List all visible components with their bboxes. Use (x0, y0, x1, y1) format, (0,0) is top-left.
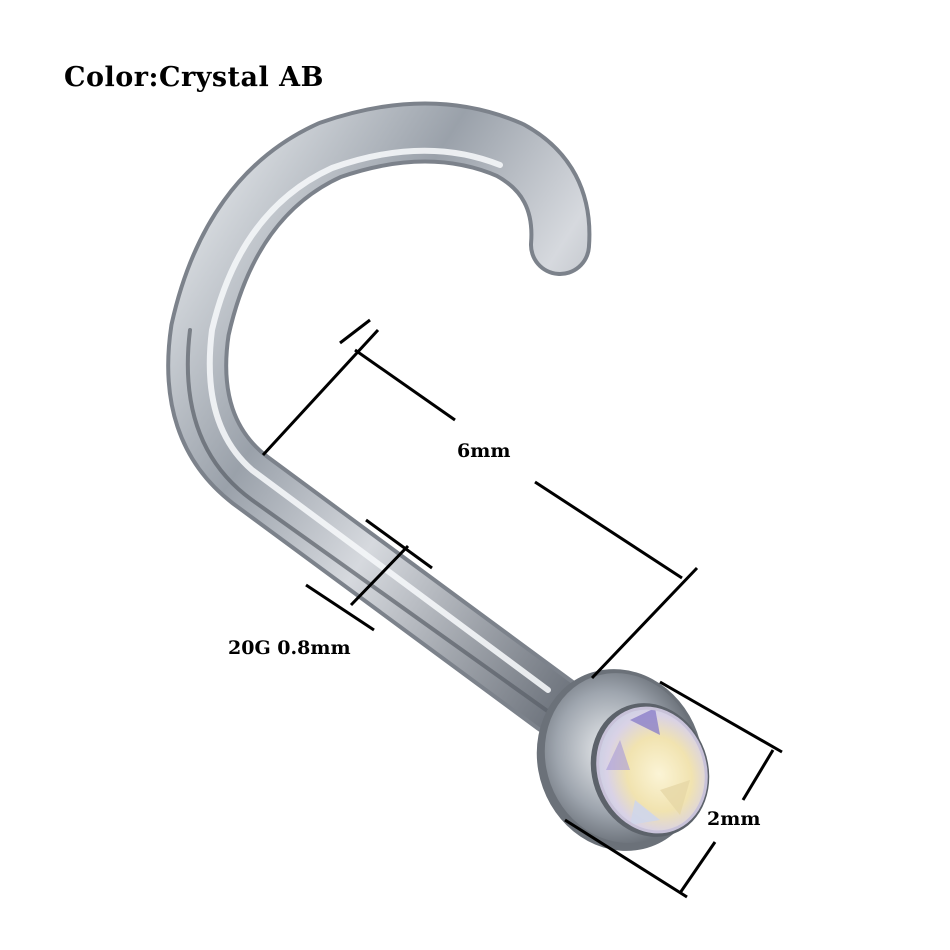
screw-post (166, 101, 592, 736)
color-title: Color:Crystal AB (64, 62, 324, 93)
dimension-length-lines (261, 318, 699, 680)
crystal-gem-icon (596, 706, 708, 834)
post-length-label: 6mm (455, 440, 513, 462)
gem-diameter-label: 2mm (705, 808, 763, 830)
dimension-diameter-lines (564, 680, 783, 899)
dimension-gauge-lines (305, 518, 433, 632)
gauge-label: 20G 0.8mm (226, 637, 353, 659)
